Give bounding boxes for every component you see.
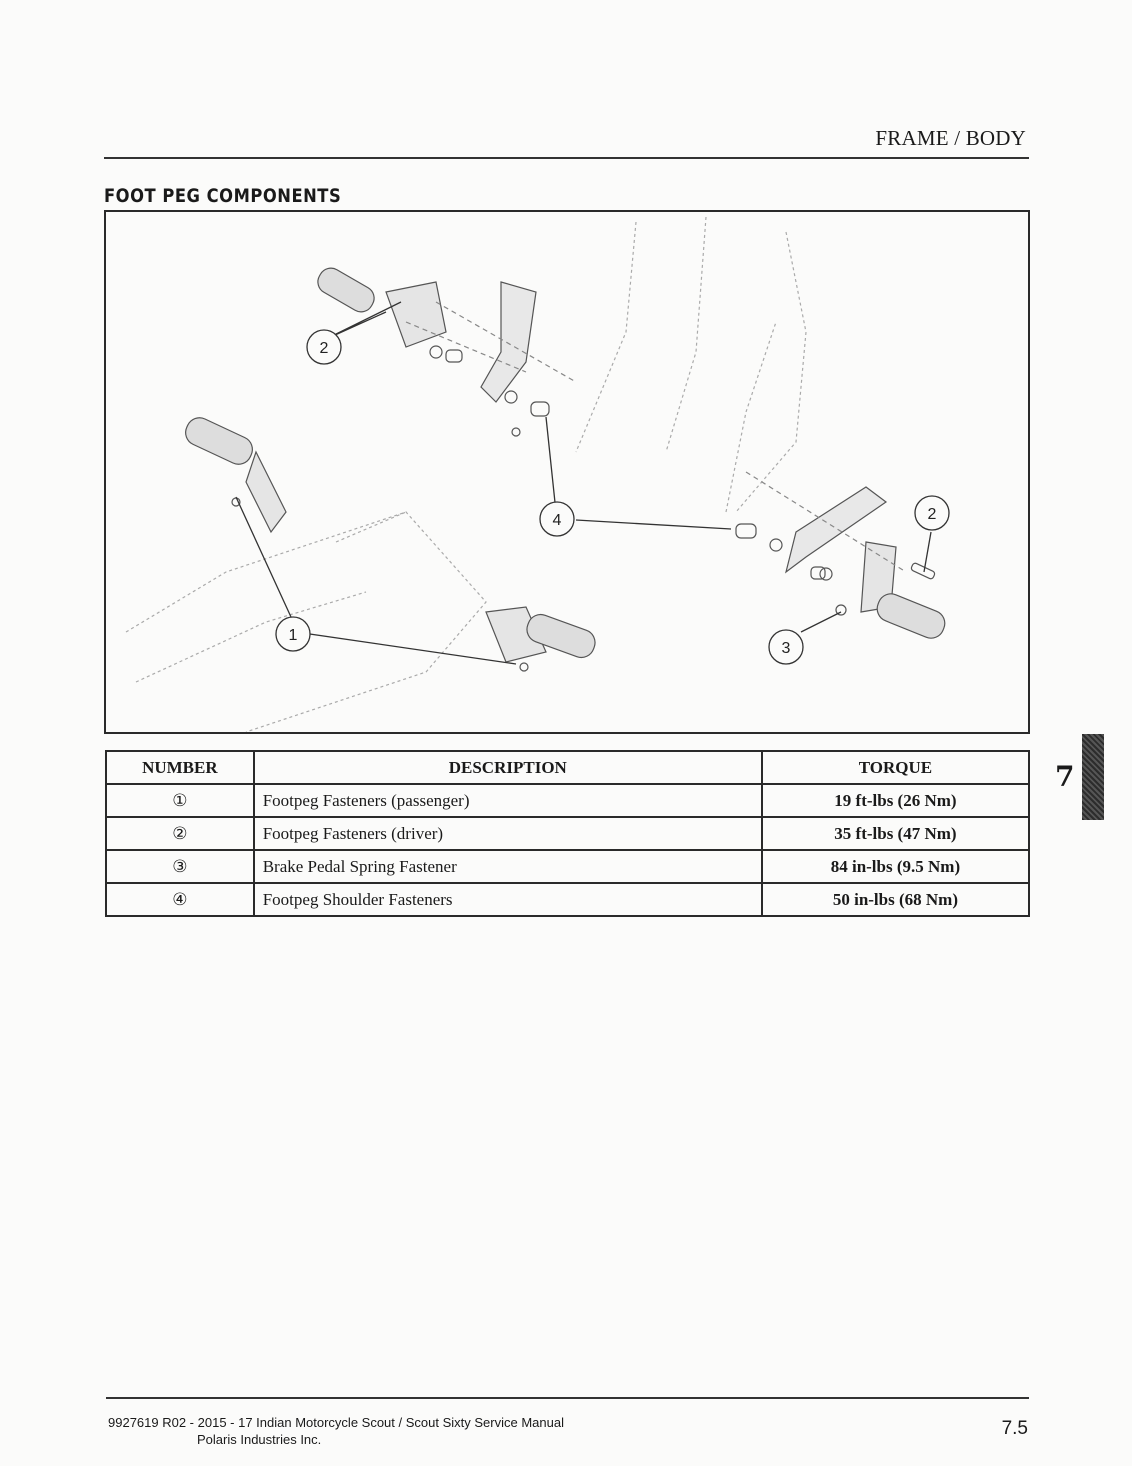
- callout-label-1: 1: [289, 627, 298, 644]
- callout-circle-1: [275, 616, 311, 652]
- table-row: ② Footpeg Fasteners (driver) 35 ft-lbs (…: [105, 816, 1031, 851]
- callout-label-3: 3: [782, 640, 791, 657]
- chapter-number: 7: [1055, 760, 1075, 793]
- header-rule: [104, 157, 1029, 159]
- row-torque: 35 ft-lbs (47 Nm): [760, 816, 1031, 851]
- table-header-row: NUMBER DESCRIPTION TORQUE: [105, 750, 1031, 785]
- leader-line-4: [545, 416, 732, 530]
- column-header-torque: TORQUE: [760, 750, 1031, 785]
- row-description: Brake Pedal Spring Fastener: [252, 849, 763, 884]
- callout-label-2-left: 2: [320, 340, 329, 357]
- row-number: ①: [105, 783, 255, 818]
- driver-footpeg-right: [835, 541, 946, 639]
- leader-line-2-right: [923, 531, 932, 573]
- footer-rule: [106, 1397, 1029, 1399]
- frame-rail-upper: [575, 216, 807, 513]
- table-row: ① Footpeg Fasteners (passenger) 19 ft-lb…: [105, 783, 1031, 818]
- leader-line-1: [235, 496, 517, 665]
- footer-company: Polaris Industries Inc.: [197, 1432, 322, 1447]
- torque-table: NUMBER DESCRIPTION TORQUE ① Footpeg Fast…: [105, 750, 1031, 917]
- row-description: Footpeg Shoulder Fasteners: [252, 882, 763, 917]
- table-row: ③ Brake Pedal Spring Fastener 84 in-lbs …: [105, 849, 1031, 884]
- page-number: 7.5: [1001, 1418, 1028, 1439]
- callout-circle-3: [768, 629, 804, 665]
- shift-lever: [480, 281, 550, 437]
- footer-manual-title: 9927619 R02 - 2015 - 17 Indian Motorcycl…: [108, 1415, 564, 1430]
- callout-label-2-right: 2: [928, 506, 937, 523]
- row-torque: 50 in-lbs (68 Nm): [760, 882, 1031, 917]
- row-description: Footpeg Fasteners (driver): [252, 816, 763, 851]
- row-number: ④: [105, 882, 255, 917]
- leader-line-3: [800, 611, 842, 633]
- column-header-number: NUMBER: [105, 750, 255, 785]
- row-number: ②: [105, 816, 255, 851]
- figure-frame: 2 4 2 3 1: [104, 210, 1030, 734]
- callout-label-4: 4: [553, 512, 562, 529]
- alignment-lines: [405, 301, 907, 573]
- callout-circle-2-left: [306, 329, 342, 365]
- brake-pedal: [735, 486, 888, 581]
- row-number: ③: [105, 849, 255, 884]
- passenger-footpeg-left: [185, 417, 287, 534]
- passenger-footpeg-right: [485, 606, 596, 672]
- row-torque: 19 ft-lbs (26 Nm): [760, 783, 1031, 818]
- driver-footpeg-left: [317, 267, 463, 363]
- foot-peg-diagram: 2 4 2 3 1: [125, 216, 950, 732]
- callout-circle-2-right: [914, 495, 950, 531]
- section-title: FOOT PEG COMPONENTS: [104, 185, 342, 207]
- row-torque: 84 in-lbs (9.5 Nm): [760, 849, 1031, 884]
- row-description: Footpeg Fasteners (passenger): [252, 783, 763, 818]
- chapter-tab: [1082, 734, 1104, 820]
- frame-swingarm: [125, 511, 487, 732]
- callout-circle-4: [539, 501, 575, 537]
- table-row: ④ Footpeg Shoulder Fasteners 50 in-lbs (…: [105, 882, 1031, 917]
- column-header-description: DESCRIPTION: [252, 750, 763, 785]
- page-header-title: FRAME / BODY: [875, 126, 1026, 150]
